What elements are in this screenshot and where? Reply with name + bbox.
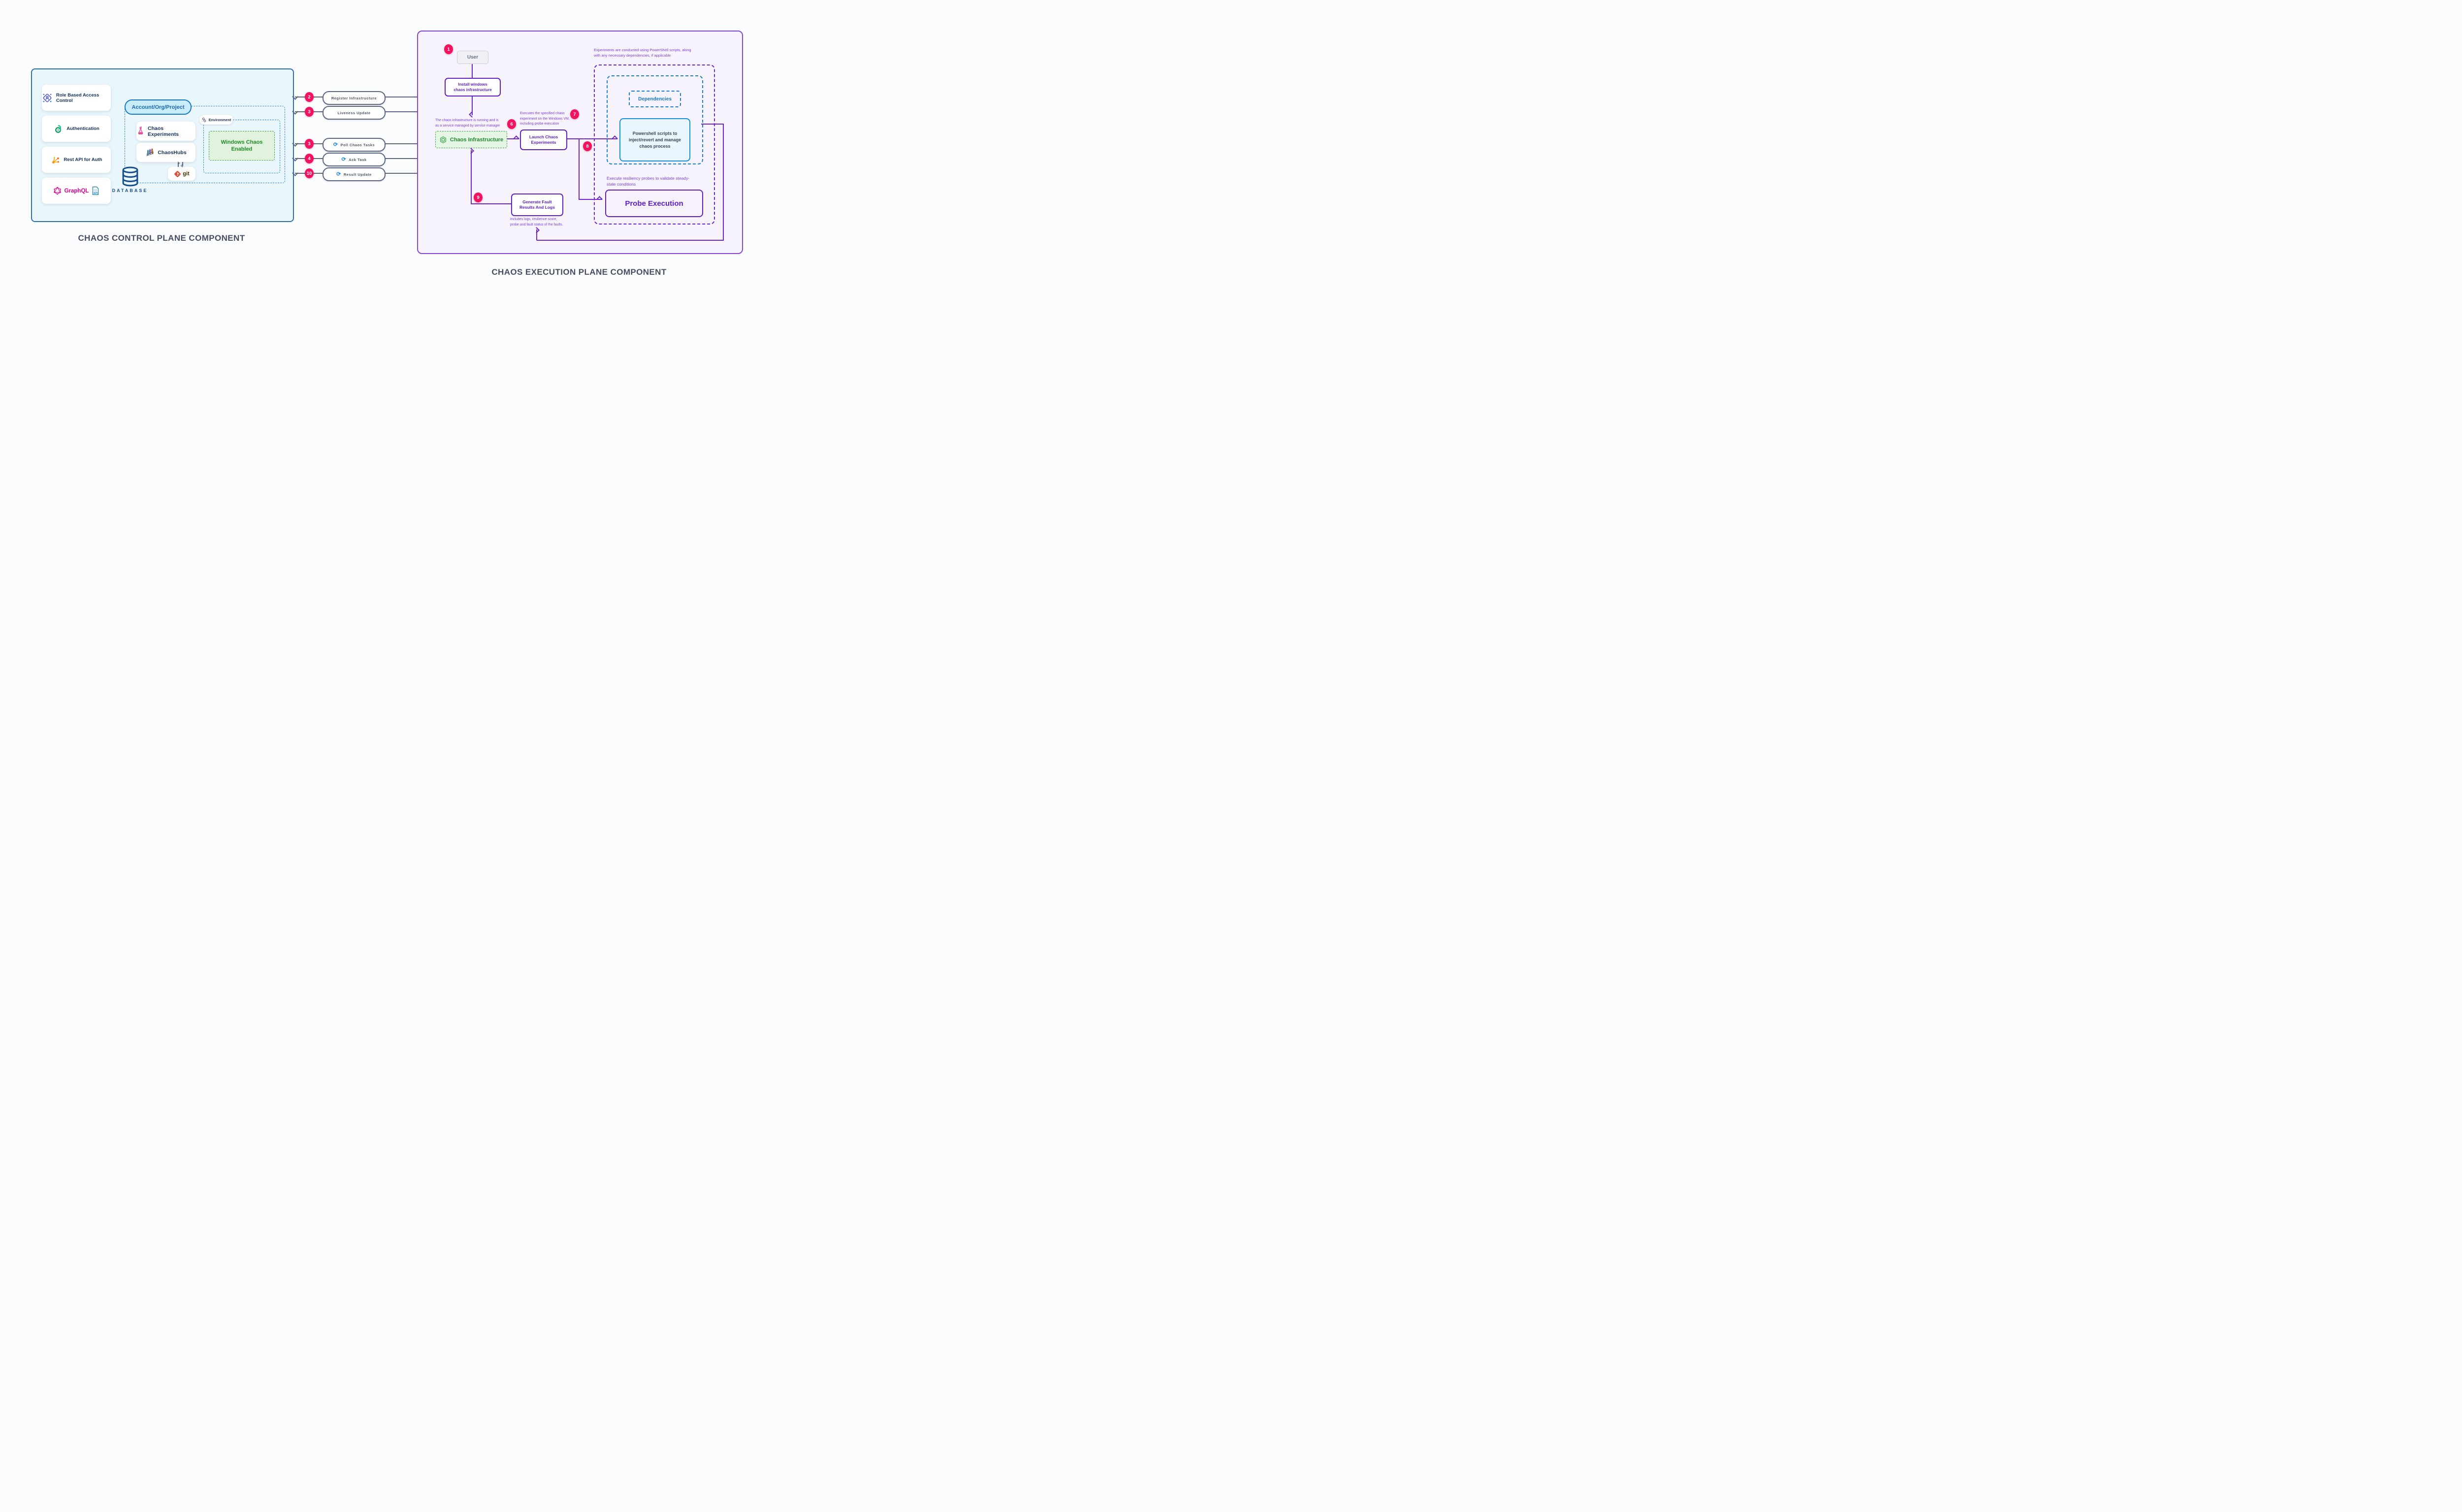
account-org-project-pill: Account/Org/Project <box>125 99 192 115</box>
windows-chaos-enabled-box: Windows Chaos Enabled <box>209 131 275 161</box>
git-sync-up-line <box>178 162 179 167</box>
launch-chaos-box: Launch Chaos Experiments <box>520 129 567 150</box>
environment-tab: Environment <box>199 115 233 125</box>
card-authentication: Authentication <box>42 116 111 142</box>
install-infra-box: Install windows chaos infrastructure <box>445 78 501 97</box>
install-to-infra-line <box>472 95 473 115</box>
account-org-project-label: Account/Org/Project <box>131 104 185 110</box>
test-tubes-icon <box>145 148 155 157</box>
return-line-top <box>701 124 724 125</box>
flask-icon <box>136 127 145 136</box>
card-rest-api-label: Rest API for Auth <box>64 157 102 162</box>
card-rbac-label: Role Based Access Control <box>56 92 99 103</box>
dependencies-label: Dependencies <box>638 96 672 102</box>
user-to-install-line <box>472 63 473 78</box>
chaos-infrastructure-box: Chaos Infrastructure <box>435 131 507 148</box>
card-rest-api: Rest API for Auth <box>42 147 111 173</box>
sync-icon: ⟳ <box>333 141 338 148</box>
api-doc-icon: API <box>92 186 99 195</box>
rbac-icon <box>42 93 53 103</box>
connector-label: Result Update <box>343 172 372 177</box>
git-sync-down-line <box>182 162 184 166</box>
graphql-icon <box>53 187 62 195</box>
step-badge: 3 <box>305 107 314 117</box>
connector-pill-poll-chaos-tasks: ⟳ Poll Chaos Tasks <box>323 138 386 152</box>
generate-fault-results-label: Generate Fault Results And Logs <box>519 199 555 210</box>
connector-label: Ack Task <box>349 157 367 162</box>
chaos-experiments-label: Chaos Experiments <box>148 125 179 137</box>
execution-inner-region <box>607 75 703 164</box>
hexagon-icon <box>439 136 447 144</box>
connector-pill-ack-task: ⟳ Ack Task <box>323 153 386 166</box>
step-badge: 3 <box>305 139 314 149</box>
card-graphql: GraphQL API <box>42 178 111 204</box>
launch-to-powershell-line <box>565 138 617 140</box>
user-box: User <box>457 51 488 64</box>
step-badge: 9 <box>474 193 483 202</box>
connector-label: Register Infrastructure <box>331 96 377 100</box>
card-git: git <box>168 167 195 181</box>
powershell-scripts-label: Powershell scripts to inject/revert and … <box>628 130 681 149</box>
dependencies-box: Dependencies <box>629 91 681 107</box>
step-badge: 1 <box>444 44 453 54</box>
probe-execution-label: Probe Execution <box>625 199 683 208</box>
chaos-infrastructure-label: Chaos Infrastructure <box>450 136 504 143</box>
git-label: git <box>183 171 190 177</box>
sync-icon: ⟳ <box>336 171 341 177</box>
note-probes: Execute resiliency probes to validate st… <box>607 176 690 187</box>
return-line-right <box>723 124 724 241</box>
note-infra-running: The chaos infrastructure is running and … <box>435 119 500 128</box>
return-line-up <box>536 229 538 240</box>
probe-execution-box: Probe Execution <box>605 190 703 217</box>
database-label: DATABASE <box>112 188 148 193</box>
connector-label: Liveness Update <box>337 110 371 115</box>
svg-text:API: API <box>94 192 98 195</box>
step-badge: 4 <box>305 154 314 163</box>
diagram-canvas: Role Based Access Control Authentication… <box>0 0 772 307</box>
database-icon <box>121 166 139 187</box>
sync-icon: ⟳ <box>341 156 347 162</box>
connector-label: Poll Chaos Tasks <box>340 142 375 147</box>
generate-elbow-line <box>471 203 511 205</box>
connector-pill-result-update: ⟳ Result Update <box>323 167 386 181</box>
open-lock-icon <box>53 124 63 134</box>
windows-chaos-enabled-label: Windows Chaos Enabled <box>221 139 263 152</box>
environment-label: Environment <box>208 117 231 122</box>
connector-pill-liveness-update: Liveness Update <box>323 106 386 120</box>
note-includes-logs: Includes logs, resilience score, probe a… <box>510 218 563 226</box>
hexagons-icon <box>201 117 207 123</box>
install-infra-label: Install windows chaos infrastructure <box>454 82 492 92</box>
execution-plane-title: CHAOS EXECUTION PLANE COMPONENT <box>491 267 667 277</box>
launch-chaos-label: Launch Chaos Experiments <box>529 134 558 145</box>
connector-pill-register-infrastructure: Register Infrastructure <box>323 91 386 105</box>
card-rbac: Role Based Access Control <box>42 85 111 111</box>
environment-region <box>203 120 280 173</box>
return-line-bottom <box>537 240 724 241</box>
infra-to-launch-line <box>506 138 519 140</box>
note-executes: Executes the specified chaos experiment … <box>520 112 570 126</box>
generate-up-line <box>471 150 472 204</box>
card-chaoshubs: ChaosHubs <box>136 143 195 162</box>
step-badge: 10 <box>305 168 314 178</box>
step-badge: 6 <box>507 119 516 129</box>
step-badge: 2 <box>305 92 314 102</box>
execution-outer-region <box>594 64 715 225</box>
step-badge: 7 <box>570 109 579 119</box>
card-authentication-label: Authentication <box>66 126 99 131</box>
user-label: User <box>467 55 479 60</box>
generate-fault-results-box: Generate Fault Results And Logs <box>511 193 563 216</box>
account-org-project-region <box>125 106 285 183</box>
branch-to-probe-line <box>579 199 602 200</box>
powershell-scripts-box: Powershell scripts to inject/revert and … <box>619 118 690 161</box>
git-icon <box>174 170 181 178</box>
api-nodes-icon <box>51 155 61 165</box>
card-graphql-label: GraphQL <box>64 188 89 194</box>
control-plane-title: CHAOS CONTROL PLANE COMPONENT <box>78 233 245 243</box>
note-powershell-scripts: Experiments are conducted using PowerShe… <box>594 48 691 58</box>
step-badge: 8 <box>583 141 592 151</box>
chaoshubs-label: ChaosHubs <box>158 149 187 156</box>
card-chaos-experiments: Chaos Experiments <box>136 122 195 141</box>
branch-down-line <box>579 139 580 200</box>
